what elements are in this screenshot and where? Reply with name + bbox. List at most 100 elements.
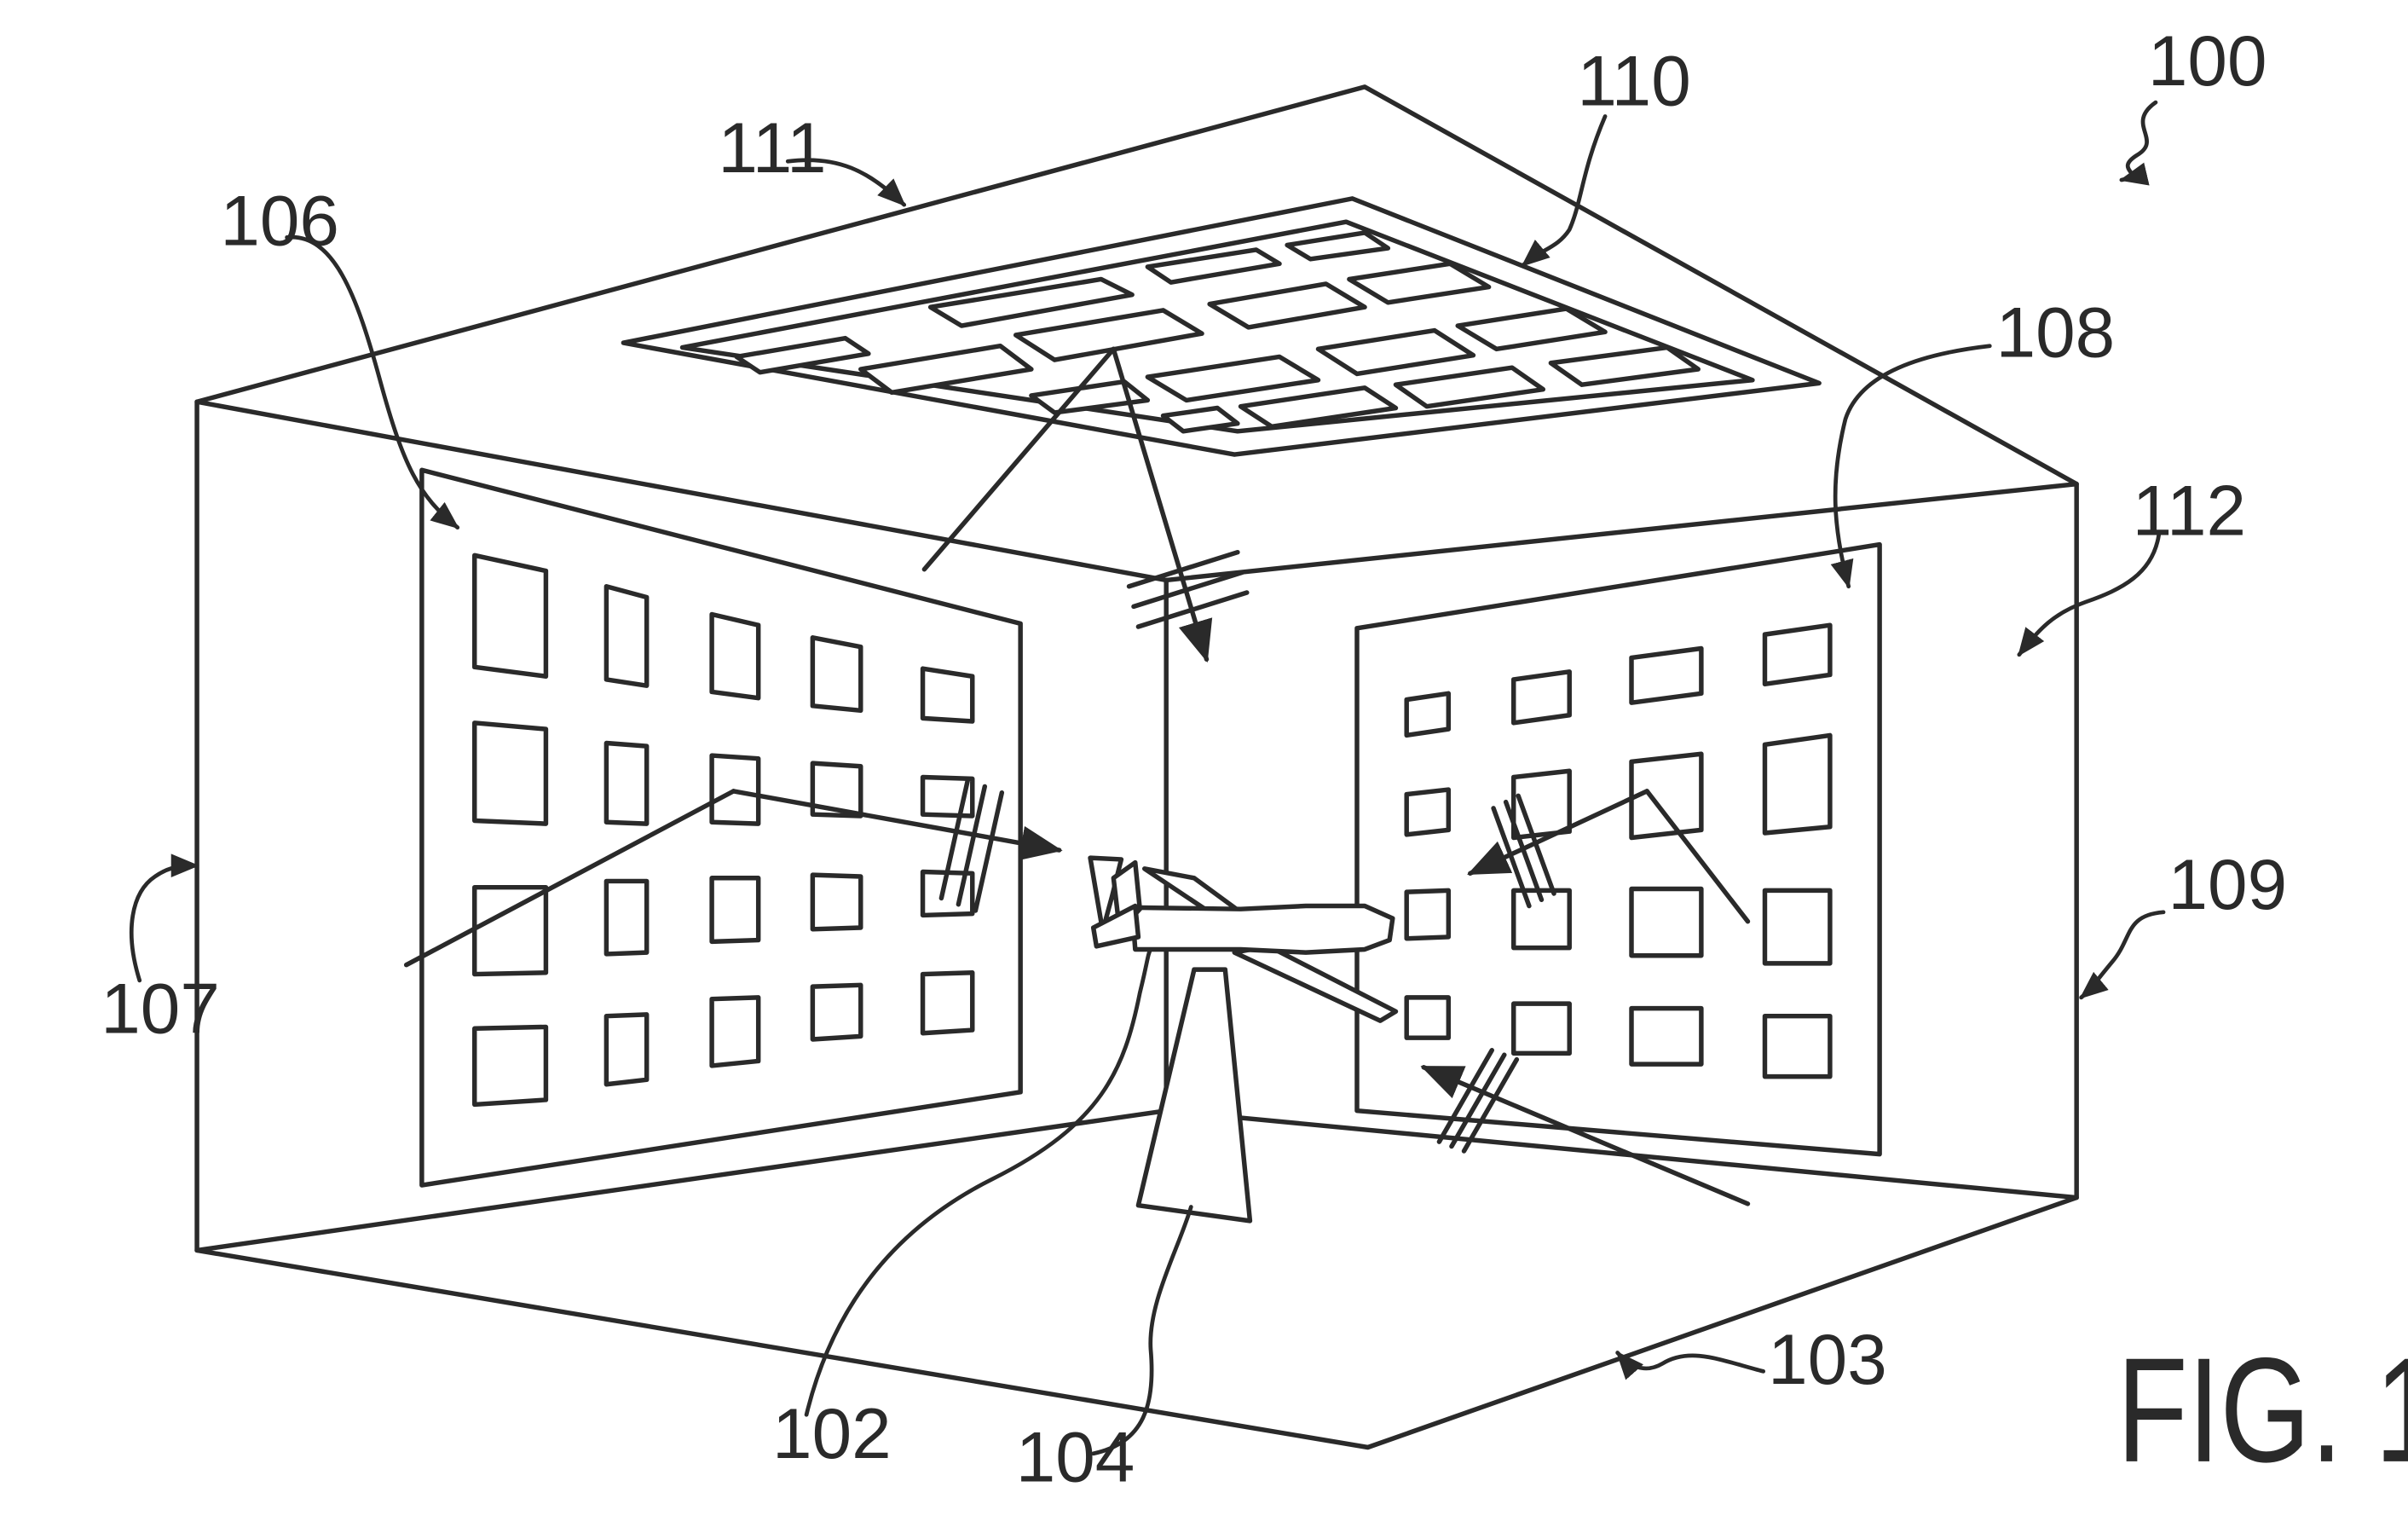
ceiling-tile	[1315, 327, 1476, 377]
ref-104: 104	[1016, 1417, 1135, 1497]
left-panel-tile	[709, 876, 761, 945]
ceiling-tile	[1347, 261, 1492, 305]
ref-112: 112	[2133, 471, 2246, 551]
hatch-mark	[1516, 793, 1556, 896]
ray-left-incident	[403, 789, 736, 968]
right-panel-tile	[1629, 1005, 1704, 1067]
left-panel-tile	[603, 878, 650, 957]
test-enclosure	[194, 84, 2079, 1450]
ceiling-tile	[1145, 354, 1321, 403]
left-panel-tile	[709, 611, 761, 701]
right-panel-tile	[1629, 645, 1704, 705]
ref-111: 111	[718, 107, 826, 188]
left-wall-target-panel	[419, 467, 1023, 1188]
leader-lines	[129, 100, 2166, 1456]
hatch-mark	[973, 790, 1005, 913]
ref-102: 102	[772, 1393, 892, 1473]
hatch-mark	[1449, 1052, 1507, 1149]
ray-hatch-marks	[938, 549, 1556, 1154]
right-panel-tile	[1629, 886, 1704, 958]
ref-110: 110	[1577, 41, 1690, 121]
aircraft-under-test	[1088, 855, 1399, 1023]
signal-rays	[403, 346, 1751, 1206]
ceiling-tile	[1029, 379, 1151, 415]
hatch-mark	[1126, 549, 1240, 589]
ref-103: 103	[1768, 1319, 1887, 1399]
left-panel-border	[419, 467, 1023, 1188]
ray-ceiling-incident	[921, 346, 1117, 572]
ceiling-tile	[1207, 281, 1367, 330]
hatch-mark	[956, 784, 988, 907]
ref-107: 107	[101, 969, 220, 1049]
figure-label: FIG. 1	[2116, 1328, 2408, 1494]
right-panel-tile	[1762, 1013, 1833, 1079]
hatch-mark	[1503, 799, 1545, 902]
right-panel-tile	[1404, 787, 1452, 837]
leader-107	[129, 853, 199, 983]
ceiling-tile	[1013, 308, 1204, 362]
ref-106: 106	[220, 180, 339, 260]
leader-112	[2017, 533, 2161, 657]
ray-right-incident	[1644, 789, 1751, 924]
aircraft-fuselage	[1129, 903, 1395, 955]
right-panel-tile	[1629, 751, 1704, 841]
floor-back-right-edge	[1164, 1108, 2079, 1201]
ceiling-tile	[858, 343, 1034, 396]
hatch-mark	[938, 778, 971, 901]
ref-100: 100	[2148, 20, 2267, 101]
right-panel-tile	[1511, 669, 1572, 726]
right-panel-tile	[1762, 732, 1833, 836]
left-panel-tile	[603, 584, 650, 688]
ceiling-back-left-edge	[194, 399, 1169, 583]
right-wall-target-panel	[1354, 541, 1882, 1157]
right-panel-tile	[1762, 622, 1833, 687]
left-panel-tile	[810, 872, 863, 932]
leader-106	[285, 234, 460, 529]
ceiling-tiles	[734, 230, 1701, 434]
hatch-mark	[1461, 1056, 1520, 1154]
hatch-mark	[1436, 1048, 1494, 1144]
hatch-mark	[1491, 806, 1532, 909]
ray-ceiling-reflected	[1111, 346, 1213, 663]
left-panel-tile	[603, 1012, 650, 1087]
ceiling-tile	[1548, 344, 1701, 387]
leader-108	[1830, 344, 1992, 589]
leader-111	[785, 158, 907, 207]
ceiling-tile	[734, 335, 871, 375]
left-panel-tile	[810, 982, 863, 1042]
ceiling-tile	[1238, 385, 1399, 430]
left-panel-tile	[472, 553, 549, 679]
ceiling-tile	[1393, 365, 1546, 409]
left-panel-tile	[920, 970, 975, 1036]
ray-floor-reflected	[1420, 1065, 1751, 1206]
support-pedestal	[1135, 967, 1253, 1224]
ceiling-tile	[1455, 306, 1608, 352]
ceiling-tile	[1160, 405, 1240, 434]
leader-104	[1091, 1205, 1193, 1456]
leader-100	[2119, 100, 2158, 186]
ceiling-back-right-edge	[1164, 481, 2079, 583]
leader-102	[804, 947, 1153, 1417]
right-panel-tile	[1404, 995, 1452, 1040]
ref-108: 108	[1996, 292, 2116, 372]
ray-right-reflected	[1467, 789, 1649, 877]
aircraft-tail-boom	[1090, 903, 1141, 949]
ceiling-tile	[1145, 247, 1282, 285]
ceiling-tile	[1285, 230, 1391, 262]
left-panel-tile	[709, 995, 761, 1068]
right-panel-tile	[1511, 1001, 1572, 1056]
hatch-mark	[1135, 590, 1250, 629]
left-panel-tile	[810, 635, 863, 714]
reference-numerals: 100 110 111 106 108 112 107 109 102 104 …	[101, 20, 2287, 1496]
left-panel-tile	[472, 884, 549, 977]
ceiling-tile	[927, 276, 1135, 328]
ray-left-reflected	[730, 789, 1063, 861]
right-panel-tile	[1404, 691, 1452, 738]
leader-103	[1615, 1351, 1766, 1380]
leader-110	[1521, 114, 1608, 268]
leader-109	[2079, 910, 2166, 1000]
right-panel-tile	[1404, 888, 1452, 941]
left-panel-tile	[920, 666, 975, 724]
left-panel-tile	[472, 1024, 549, 1108]
